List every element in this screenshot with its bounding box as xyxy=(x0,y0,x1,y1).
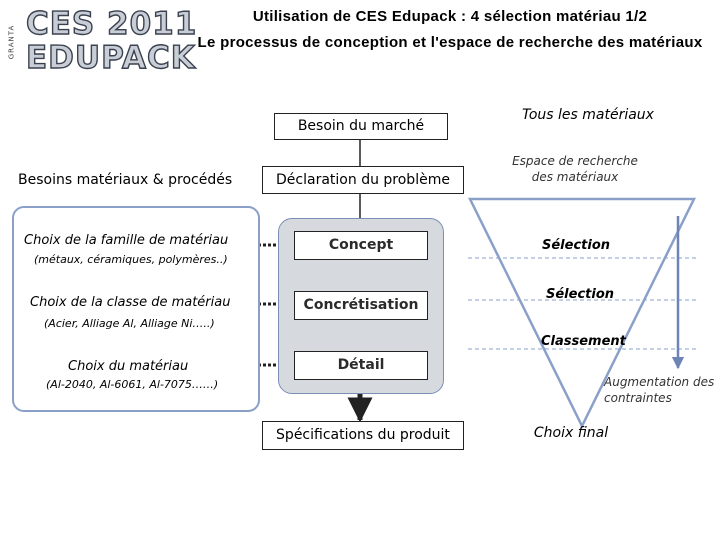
search-space-label: Espace de recherche des matériaux xyxy=(512,154,638,184)
logo-edupack: EDUPACK xyxy=(25,40,196,76)
ranking-label: Classement xyxy=(541,334,626,349)
logo-ces-2011: CES 2011 xyxy=(25,6,198,42)
selection-label-1: Sélection xyxy=(542,238,611,253)
family-choice-label: Choix de la famille de matériau xyxy=(24,233,229,248)
ces-edupack-logo: GRANTA CES 2011 EDUPACK xyxy=(2,4,197,76)
problem-statement-box: Déclaration du problème xyxy=(262,166,464,194)
page-title: Utilisation de CES Edupack : 4 sélection… xyxy=(252,8,648,25)
embodiment-box: Concrétisation xyxy=(294,291,428,320)
class-choice-label: Choix de la classe de matériau xyxy=(30,295,231,310)
material-choice-label: Choix du matériau xyxy=(68,359,189,374)
detail-box: Détail xyxy=(294,351,428,380)
market-need-box: Besoin du marché xyxy=(274,113,448,140)
materials-needs-heading: Besoins matériaux & procédés xyxy=(18,172,233,188)
page-subtitle: Le processus de conception et l'espace d… xyxy=(197,34,703,51)
search-space-funnel xyxy=(467,197,697,429)
selection-label-2: Sélection xyxy=(546,287,615,302)
class-examples: (Acier, Alliage Al, Alliage Ni…..) xyxy=(44,317,215,330)
final-choice-label: Choix final xyxy=(533,425,609,441)
constraints-label: Augmentation des contraintes xyxy=(604,375,715,405)
all-materials-label: Tous les matériaux xyxy=(522,107,654,123)
concept-box: Concept xyxy=(294,231,428,260)
product-spec-box: Spécifications du produit xyxy=(262,421,464,450)
family-examples: (métaux, céramiques, polymères..) xyxy=(34,253,228,266)
material-examples: (Al-2040, Al-6061, Al-7075……) xyxy=(46,378,219,391)
material-choice-panel xyxy=(12,206,260,412)
